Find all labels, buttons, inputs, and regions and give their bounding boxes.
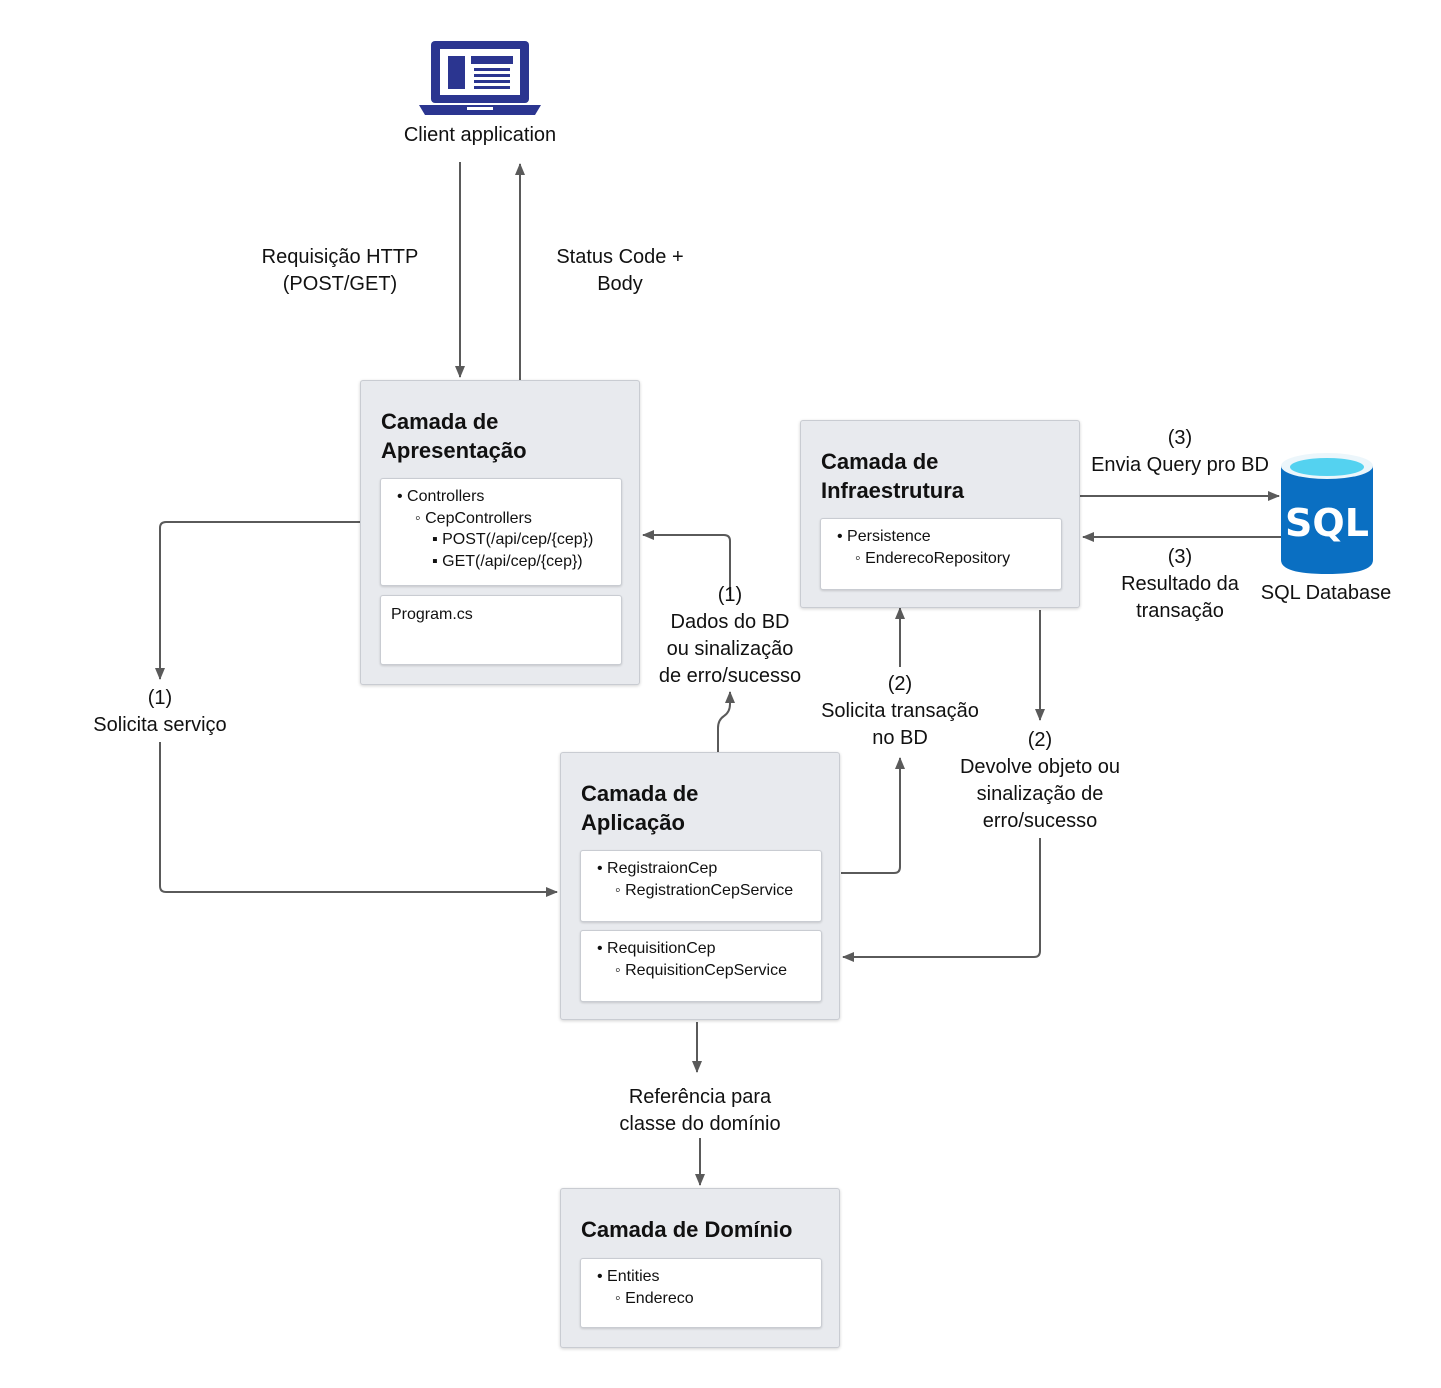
requisition-cep-service-item: ◦ RequisitionCepService — [615, 962, 787, 979]
label-status-body: Status Code + Body — [556, 246, 684, 295]
post-endpoint-item: ▪ POST(/api/cep/{cep}) — [432, 531, 594, 548]
application-layer: Camada de Aplicação • RegistraionCep ◦ R… — [560, 752, 840, 1020]
get-endpoint-item: ▪ GET(/api/cep/{cep}) — [432, 553, 583, 570]
infrastructure-layer-title: Camada de Infraestrutura — [821, 449, 965, 503]
endereco-entity-item: ◦ Endereco — [615, 1290, 694, 1307]
endereco-repository-item: ◦ EnderecoRepository — [855, 550, 1011, 567]
arrow-dados-bd-lower — [717, 691, 735, 752]
label-envia-query: (3) Envia Query pro BD — [1091, 427, 1269, 476]
sql-database-icon: SQL — [1281, 453, 1373, 574]
label-dados-bd: (1) Dados do BD ou sinalização de erro/s… — [658, 584, 802, 687]
entities-box: • Entities ◦ Endereco — [580, 1258, 822, 1328]
application-layer-title: Camada de Aplicação — [581, 781, 699, 835]
infrastructure-layer: Camada de Infraestrutura • Persistence ◦… — [800, 420, 1080, 608]
presentation-layer: Camada de Apresentação • Controllers ◦ C… — [360, 380, 640, 685]
program-box: Program.cs — [380, 595, 622, 665]
registration-cep-service-item: ◦ RegistrationCepService — [615, 882, 794, 899]
controllers-item: • Controllers — [397, 488, 485, 505]
label-resultado: (3) Resultado da transação — [1121, 546, 1239, 622]
arrow-devolve-objeto-bottom — [842, 838, 1041, 962]
cepcontrollers-item: ◦ CepControllers — [415, 510, 532, 527]
label-devolve-objeto: (2) Devolve objeto ou sinalização de err… — [959, 729, 1121, 832]
entities-item: • Entities — [597, 1268, 660, 1285]
arrow-solicita-transacao-bottom — [841, 757, 905, 874]
domain-layer-title: Camada de Domínio — [581, 1217, 793, 1242]
label-solicita-transacao: (2) Solicita transação no BD — [821, 673, 979, 749]
laptop-icon — [419, 41, 541, 115]
presentation-layer-title: Camada de Apresentação — [381, 409, 527, 463]
persistence-item: • Persistence — [837, 528, 931, 545]
registration-box: • RegistraionCep ◦ RegistrationCepServic… — [580, 850, 822, 922]
arrow-solicita-servico-top — [155, 521, 382, 680]
sql-database-label: SQL Database — [1260, 582, 1392, 604]
domain-layer: Camada de Domínio • Entities ◦ Endereco — [560, 1188, 840, 1348]
program-file-label: Program.cs — [391, 606, 473, 623]
sql-badge: SQL — [1285, 501, 1369, 545]
label-solicita-servico: (1) Solicita serviço — [93, 687, 227, 736]
requisition-box: • RequisitionCep ◦ RequisitionCepService — [580, 930, 822, 1002]
client-application-label: Client application — [403, 124, 557, 146]
label-referencia: Referência para classe do domínio — [619, 1086, 781, 1135]
arrow-solicita-servico-bottom — [159, 742, 558, 897]
registraion-cep-item: • RegistraionCep — [597, 860, 718, 877]
label-http-request: Requisição HTTP (POST/GET) — [261, 246, 419, 295]
controllers-box: • Controllers ◦ CepControllers ▪ POST(/a… — [380, 478, 622, 586]
arrow-dados-bd — [642, 530, 731, 596]
persistence-box: • Persistence ◦ EnderecoRepository — [820, 518, 1062, 590]
requisition-cep-item: • RequisitionCep — [597, 940, 716, 957]
